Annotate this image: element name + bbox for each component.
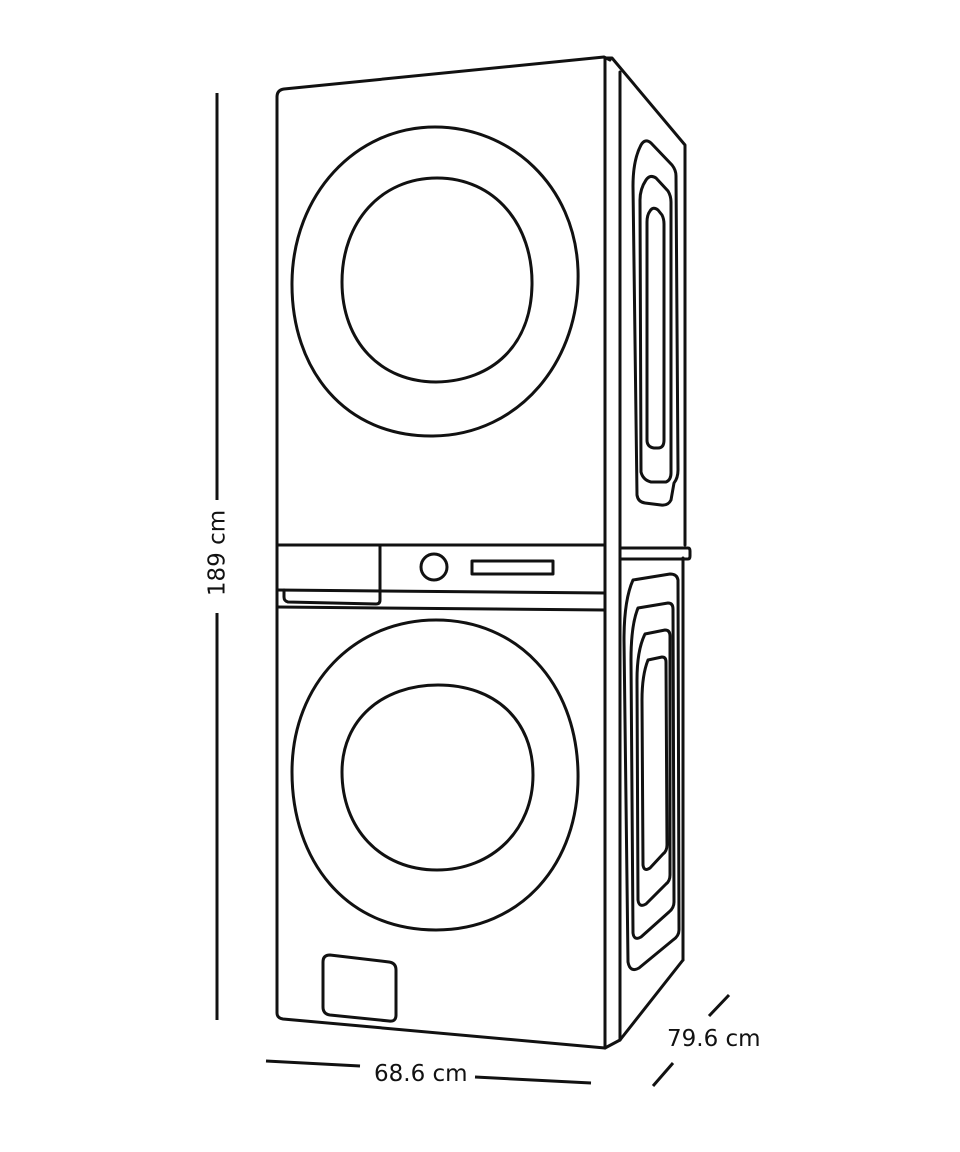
dryer-door-glass bbox=[340, 176, 534, 384]
dryer-door-outer-ring bbox=[290, 125, 580, 438]
washer-door-outer-ring bbox=[290, 618, 580, 932]
depth-dimension-label: 79.6 cm bbox=[667, 1026, 761, 1052]
filter-access-panel bbox=[321, 953, 398, 1023]
washer-side-panel-embossing bbox=[622, 572, 681, 971]
washer-door-glass bbox=[340, 683, 535, 872]
width-dimension-label: 68.6 cm bbox=[374, 1061, 468, 1087]
front-face bbox=[275, 55, 612, 1050]
height-dimension-label: 189 cm bbox=[204, 509, 231, 597]
display-panel bbox=[470, 559, 555, 576]
dryer-door bbox=[290, 125, 580, 438]
depth-dimension-line bbox=[651, 993, 731, 1087]
width-dimension-line bbox=[265, 1059, 592, 1085]
control-dial-knob bbox=[419, 552, 449, 582]
dryer-side-panel-embossing bbox=[631, 139, 680, 507]
washer-door bbox=[290, 618, 580, 932]
side-face bbox=[603, 56, 687, 1050]
control-panel bbox=[275, 543, 692, 612]
detergent-drawer bbox=[282, 544, 382, 606]
